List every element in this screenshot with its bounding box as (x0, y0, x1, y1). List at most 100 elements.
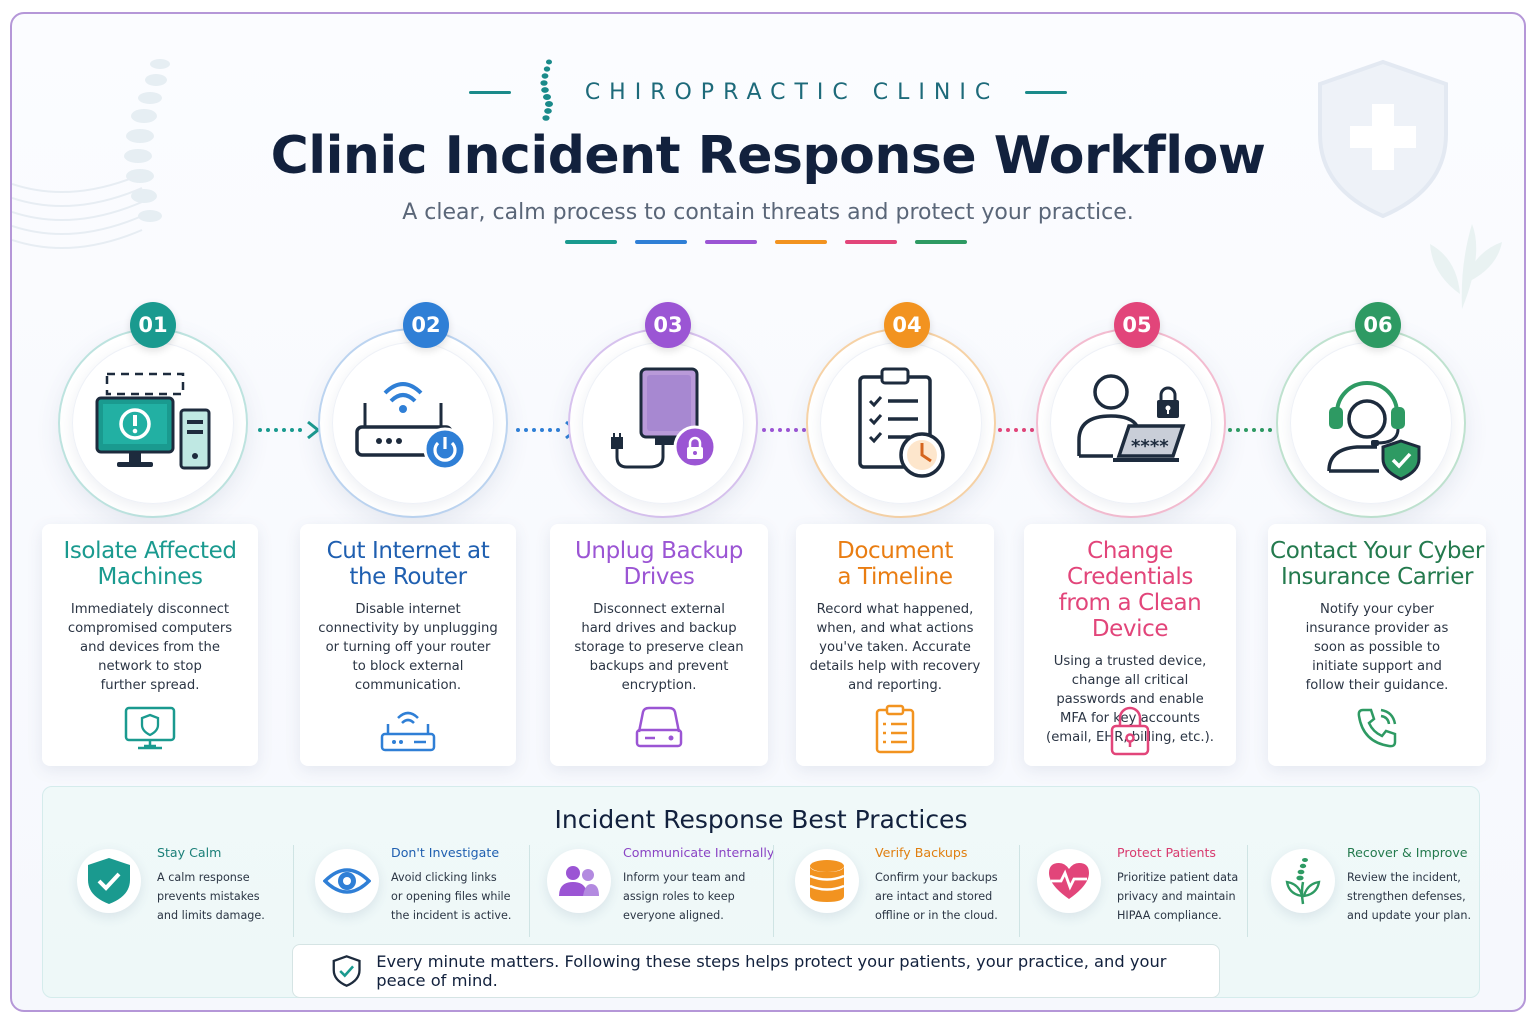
accent-color-bars (565, 240, 967, 244)
accent-bar-2 (635, 240, 687, 244)
step-3-description-line: backups and prevent (589, 659, 729, 674)
best-practice-3-icon-circle (547, 849, 611, 913)
database-icon (809, 860, 845, 902)
best-practice-5-text: Protect Patients Prioritize patient data… (1117, 845, 1277, 925)
best-practice-5-description-line: privacy and maintain (1117, 890, 1236, 903)
step-5-description-line: Using a trusted device, (1053, 654, 1207, 669)
accent-bar-3 (705, 240, 757, 244)
best-practice-6-description-line: strengthen defenses, (1347, 890, 1466, 903)
step-5-card: Change Credentials from a Clean Device U… (1024, 524, 1236, 766)
shield-check-icon (88, 858, 130, 904)
padlock-icon (1110, 706, 1150, 756)
infographic-frame: CHIROPRACTIC CLINIC Clinic Incident Resp… (10, 12, 1526, 1012)
step-6-title-line-1: Contact Your Cyber (1270, 538, 1484, 564)
step-1-title: Isolate Affected Machines (42, 538, 258, 590)
best-practice-5-icon-circle (1037, 849, 1101, 913)
step-6-card: Contact Your Cyber Insurance Carrier Not… (1268, 524, 1486, 766)
step-1-arrow (258, 420, 321, 440)
best-practice-4-description: Confirm your backups are intact and stor… (875, 868, 1035, 925)
step-5-title-line-2: from a Clean Device (1058, 590, 1202, 642)
step-6-title: Contact Your Cyber Insurance Carrier (1268, 538, 1486, 590)
best-practice-4-icon-circle (795, 849, 859, 913)
best-practice-divider (293, 845, 294, 937)
step-3-ring (568, 328, 758, 518)
step-1-number: 01 (130, 302, 176, 348)
router-power-icon (355, 382, 467, 471)
step-3-description-line: storage to preserve clean (574, 640, 744, 655)
best-practice-6-title: Recover & Improve (1347, 845, 1468, 860)
step-2-mini-icon-wrap (300, 704, 516, 756)
step-1-description-line: and devices from the (80, 640, 220, 655)
best-practice-5-description: Prioritize patient data privacy and main… (1117, 868, 1277, 925)
step-4-description-line: Record what happened, (816, 602, 974, 617)
step-2-number: 02 (403, 302, 449, 348)
accent-bar-6 (915, 240, 967, 244)
step-5-icon-circle: **** (1050, 342, 1212, 504)
step-3-number: 03 (645, 302, 691, 348)
step-6-ring (1276, 328, 1466, 518)
best-practice-protect-patients: Protect Patients Prioritize patient data… (1037, 845, 1263, 945)
step-4-mini-icon-wrap (796, 704, 994, 756)
step-1-icon-circle (72, 342, 234, 504)
step-1-description-line: compromised computers (67, 621, 233, 636)
step-5-description-line: change all critical (1071, 673, 1189, 688)
best-practices-title: Incident Response Best Practices (554, 805, 968, 834)
headset-agent-shield-icon (1327, 381, 1421, 481)
best-practice-1-description-line: and limits damage. (157, 909, 265, 922)
page-title: Clinic Incident Response Workflow (270, 126, 1266, 186)
best-practice-2-title: Don't Investigate (391, 845, 500, 860)
step-1-mini-icon-wrap (42, 704, 258, 752)
heart-pulse-icon (1049, 863, 1089, 899)
step-2-description: Disable internet connectivity by unplugg… (300, 600, 516, 695)
best-practice-3-description-line: everyone aligned. (623, 909, 724, 922)
best-practice-6-icon-circle (1271, 849, 1335, 913)
page-subtitle: A clear, calm process to contain threats… (402, 200, 1134, 225)
step-5-description: Using a trusted device, change all criti… (1024, 652, 1236, 747)
shield-check-outline-icon (332, 955, 361, 987)
step-2-ring (318, 328, 508, 518)
step-1-title-line-1: Isolate Affected (63, 538, 237, 564)
best-practice-1-description-line: A calm response (157, 871, 250, 884)
step-3-description-line: Disconnect external (593, 602, 725, 617)
step-2-description-line: connectivity by unplugging (318, 621, 498, 636)
brand-row: CHIROPRACTIC CLINIC (12, 52, 1524, 132)
step-5-title-line-1: Change Credentials (1067, 538, 1193, 590)
step-6-mini-icon-wrap (1268, 704, 1486, 752)
step-3-title: Unplug Backup Drives (550, 538, 768, 590)
step-1-card: Isolate Affected Machines Immediately di… (42, 524, 258, 766)
step-3-card: Unplug Backup Drives Disconnect external… (550, 524, 768, 766)
best-practice-divider (1019, 845, 1020, 937)
step-2-description-line: communication. (354, 678, 462, 693)
step-2-title-line-1: Cut Internet at (326, 538, 490, 564)
step-3-title-line-1: Unplug Backup (575, 538, 743, 564)
best-practice-6-description-line: and update your plan. (1347, 909, 1472, 922)
step-4-title-line-2: a Timeline (837, 564, 953, 590)
step-2-title-line-2: the Router (349, 564, 467, 590)
background-shield-decoration (1318, 59, 1448, 219)
best-practice-5-title: Protect Patients (1117, 845, 1216, 860)
step-3-title-line-2: Drives (623, 564, 695, 590)
step-3-icon-circle (582, 342, 744, 504)
best-practice-6-description-line: Review the incident, (1347, 871, 1461, 884)
brand-name: CHIROPRACTIC CLINIC (584, 79, 1000, 105)
step-1-description-line: further spread. (100, 678, 200, 693)
accent-bar-4 (775, 240, 827, 244)
background-wave-decoration (12, 173, 143, 249)
best-practice-verify-backups: Verify Backups Confirm your backups are … (795, 845, 1021, 945)
step-2-description-line: to block external (352, 659, 464, 674)
step-4-card: Document a Timeline Record what happened… (796, 524, 994, 766)
brand-line-right (1025, 90, 1068, 94)
best-practice-1-icon-circle (77, 849, 141, 913)
step-4-icon-circle (820, 342, 982, 504)
step-2-icon-circle (332, 342, 494, 504)
best-practice-dont-investigate: Don't Investigate Avoid clicking links o… (315, 845, 535, 945)
best-practice-3-description-line: Inform your team and (623, 871, 746, 884)
background-leaf-decoration (1430, 224, 1502, 309)
step-3-description: Disconnect external hard drives and back… (550, 600, 768, 695)
best-practice-2-icon-circle (315, 849, 379, 913)
best-practice-divider (773, 845, 774, 937)
best-practice-4-description-line: are intact and stored (875, 890, 993, 903)
step-1-ring (58, 328, 248, 518)
step-1-description-line: Immediately disconnect (70, 602, 230, 617)
best-practice-4-description-line: Confirm your backups (875, 871, 998, 884)
